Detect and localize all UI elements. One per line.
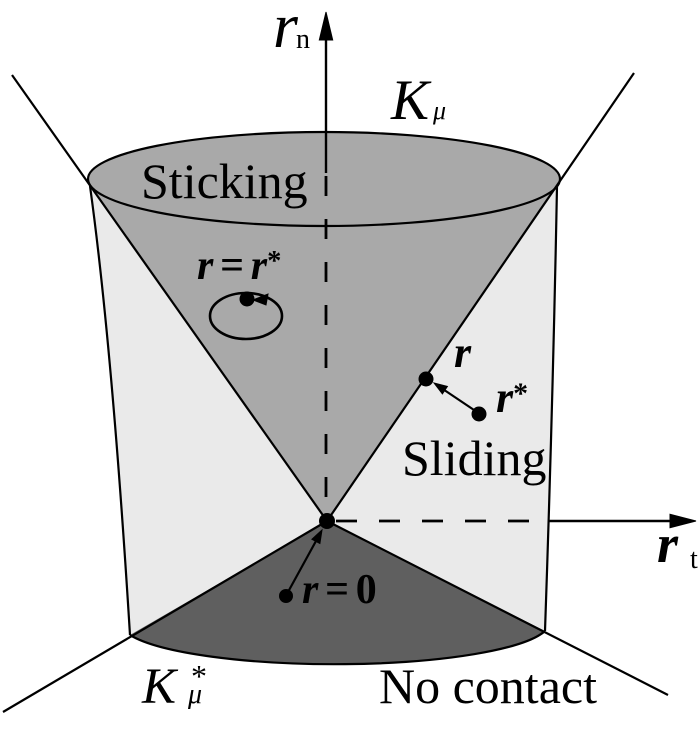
r-zero-point bbox=[279, 589, 293, 603]
cone-edge-right-line bbox=[326, 72, 635, 522]
friction-cone-label-sub: μ bbox=[433, 96, 447, 125]
stick-point-label-eq: = bbox=[220, 243, 245, 289]
no-contact-region-label: No contact bbox=[379, 658, 597, 714]
limit-cycle-point bbox=[239, 291, 255, 307]
axis-label-rt-sub: t bbox=[690, 544, 698, 575]
r-zero-arrow-line bbox=[287, 540, 317, 593]
cone-edge-left-line bbox=[11, 74, 328, 522]
sliding-region-label: Sliding bbox=[402, 430, 547, 486]
bottom-rim-arc bbox=[129, 630, 546, 666]
r-point bbox=[418, 371, 434, 387]
stick-point-label: r=r* bbox=[197, 245, 281, 287]
friction-cone-label-base: K bbox=[391, 69, 430, 132]
r-star-label-sup: * bbox=[513, 377, 529, 411]
axis-label-rn-sub: n bbox=[296, 24, 310, 55]
r-star-arrow-line bbox=[444, 389, 478, 413]
top-disk bbox=[88, 132, 560, 226]
stick-point-label-lhs: r bbox=[197, 243, 214, 289]
r-star-label: r* bbox=[496, 376, 528, 420]
stick-point-label-sup: * bbox=[267, 246, 282, 278]
rt-axis-arrowhead bbox=[669, 513, 697, 529]
outer-edge-left bbox=[88, 185, 132, 636]
outer-edge-right bbox=[543, 185, 559, 632]
polar-cone-face bbox=[130, 521, 545, 665]
r-zero-arrowhead bbox=[311, 528, 323, 545]
polar-cone-label-sup: * bbox=[191, 658, 207, 694]
r-zero-label-eq: = bbox=[325, 567, 350, 613]
top-rim-ellipse bbox=[86, 130, 562, 228]
cone-face bbox=[90, 185, 557, 521]
apex-point bbox=[319, 513, 335, 529]
polar-cone-label-base: K bbox=[142, 659, 177, 715]
rn-axis-arrowhead bbox=[318, 11, 334, 41]
polar-cone-label-sub: μ bbox=[188, 679, 203, 710]
r-star-label-base: r bbox=[496, 373, 514, 422]
r-star-arrowhead bbox=[432, 382, 449, 395]
axis-label-rn-base: r bbox=[273, 0, 298, 61]
r-zero-label-rhs: 0 bbox=[355, 567, 377, 613]
polar-edge-right-line bbox=[326, 520, 669, 696]
polar-edge-left-line bbox=[2, 520, 328, 713]
r-zero-label: r=0 bbox=[302, 569, 377, 611]
axis-label-rt-base: r bbox=[657, 514, 679, 574]
stick-point-label-rhs: r bbox=[250, 243, 268, 289]
r-point-label: r bbox=[454, 328, 472, 377]
limit-cycle-arrowhead bbox=[251, 293, 269, 306]
r-zero-label-lhs: r bbox=[302, 567, 319, 613]
outer-face-left bbox=[90, 186, 327, 635]
sticking-region-label: Sticking bbox=[141, 153, 308, 209]
